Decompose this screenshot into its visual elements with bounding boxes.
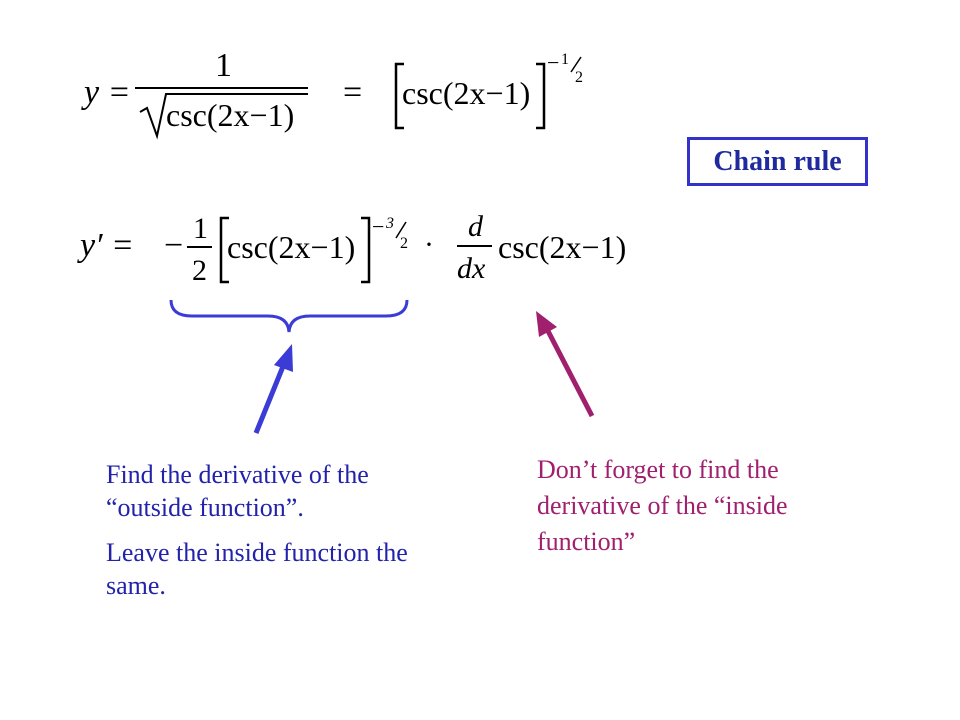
eq2-coef-sign: − xyxy=(164,227,183,264)
outside-function-note: Find the derivative of the “outside func… xyxy=(106,458,446,614)
eq1-exponent-sign: − xyxy=(547,50,559,75)
chain-rule-label: Chain rule xyxy=(713,145,842,177)
eq2-deriv-arg: csc(2x−1) xyxy=(498,229,626,265)
eq2-lhs: y′ = xyxy=(77,227,134,264)
outside-note-line-1: Find the derivative of the “outside func… xyxy=(106,460,369,522)
eq2-left-bracket xyxy=(219,216,229,284)
eq2-deriv-num: d xyxy=(468,210,484,243)
eq1-lhs: y = xyxy=(81,74,131,111)
eq1-left-bracket xyxy=(394,62,404,130)
equation-2: y′ = − 1 2 csc(2x−1) − 3 2 · d dx csc(2x… xyxy=(77,210,626,287)
eq2-deriv-den: dx xyxy=(457,252,486,285)
eq2-coef-num: 1 xyxy=(193,212,208,245)
eq2-exponent-sign: − xyxy=(372,214,384,239)
inside-function-note: Don’t forget to find the derivative of t… xyxy=(537,452,867,560)
eq1-bracket-inner: csc(2x−1) xyxy=(402,75,530,111)
eq1-exponent-den: 2 xyxy=(575,69,583,86)
eq1-sqrt-sign xyxy=(139,93,308,140)
eq1-equals: = xyxy=(343,74,362,111)
eq1-numerator: 1 xyxy=(215,47,232,84)
eq2-bracket-inner: csc(2x−1) xyxy=(227,229,355,265)
eq1-exponent-slash xyxy=(570,56,582,73)
outside-note-line-2: Leave the inside function the same. xyxy=(106,538,408,600)
chain-rule-box: Chain rule xyxy=(687,137,868,186)
eq1-exponent-num: 1 xyxy=(561,51,569,68)
eq1-right-bracket xyxy=(536,62,546,130)
eq2-exponent-den: 2 xyxy=(400,235,408,252)
arrow-inside xyxy=(536,311,595,418)
eq1-denominator: csc(2x−1) xyxy=(166,97,294,133)
arrow-outside xyxy=(253,344,293,434)
eq2-exponent-num: 3 xyxy=(385,215,394,232)
equation-1: y = 1 csc(2x−1) = csc(2x−1) − 1 2 xyxy=(81,47,583,140)
eq2-exponent-slash xyxy=(395,221,407,239)
eq2-multiply-dot: · xyxy=(424,228,434,261)
inside-note-text: Don’t forget to find the derivative of t… xyxy=(537,455,788,556)
eq2-right-bracket xyxy=(361,216,371,284)
eq2-coef-den: 2 xyxy=(192,254,207,287)
underbrace xyxy=(169,299,409,333)
